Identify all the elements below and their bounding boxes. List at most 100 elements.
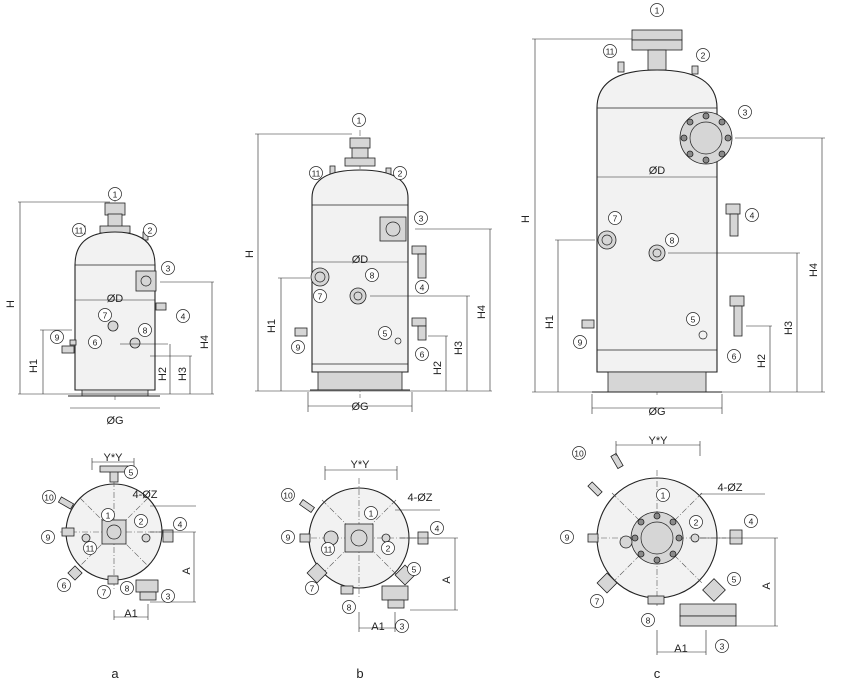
callout-top-b-9: 9 xyxy=(281,530,295,544)
callout-top-a-3-circle xyxy=(161,589,175,603)
callout-top-c-7: 7 xyxy=(590,594,604,608)
callout-side-c-6-circle xyxy=(727,349,741,363)
callout-side-b-1-number: 1 xyxy=(357,116,362,126)
view-c-side xyxy=(532,29,825,414)
callout-top-c-5: 5 xyxy=(727,572,741,586)
callout-top-c-7-number: 7 xyxy=(595,597,600,607)
callout-side-a-2-circle xyxy=(143,223,157,237)
callout-top-a-5-number: 5 xyxy=(129,468,134,478)
callout-side-b-11-number: 11 xyxy=(312,169,321,179)
view-b-side xyxy=(255,130,492,412)
sight-glass-7-b xyxy=(310,267,330,287)
callout-top-a-2: 2 xyxy=(134,514,148,528)
callout-side-c-5: 5 xyxy=(686,312,700,326)
callout-side-b-9-circle xyxy=(291,340,305,354)
top-dim-pitch-b: Y*Y xyxy=(351,459,371,471)
callout-top-c-5-circle xyxy=(727,572,741,586)
callout-side-b-6: 6 xyxy=(415,347,429,361)
callout-side-b-4-number: 4 xyxy=(420,283,425,293)
callout-top-b-1-circle xyxy=(364,506,378,520)
callout-top-a-6: 6 xyxy=(57,578,71,592)
callout-side-c-3-circle xyxy=(738,105,752,119)
callout-side-a-8-circle xyxy=(138,323,152,337)
callout-top-a-10-number: 10 xyxy=(44,493,54,503)
callout-side-c-6: 6 xyxy=(727,349,741,363)
callout-side-b-4: 4 xyxy=(415,280,429,294)
manhole-3-c xyxy=(679,111,733,165)
callout-top-b-2-number: 2 xyxy=(386,544,391,554)
callout-side-b-9-number: 9 xyxy=(296,343,301,353)
callout-side-c-4: 4 xyxy=(745,208,759,222)
callout-top-b-11: 11 xyxy=(321,542,335,556)
dim-h1-c: H1 xyxy=(544,315,556,329)
top-dim-offset_a1-b: A1 xyxy=(371,621,384,633)
callout-top-a-11-number: 11 xyxy=(86,544,95,554)
callout-side-c-11: 11 xyxy=(603,44,617,58)
callout-side-c-9-circle xyxy=(573,335,587,349)
callout-side-b-9: 9 xyxy=(291,340,305,354)
top-dim-offset_a-a: A xyxy=(181,567,193,575)
port-6-a xyxy=(61,345,75,354)
callout-top-a-1-circle xyxy=(101,508,115,522)
callout-side-a-6-number: 6 xyxy=(93,338,98,348)
callout-top-a-2-circle xyxy=(134,514,148,528)
callout-side-a-11-number: 11 xyxy=(75,226,84,236)
callout-side-b-2-circle xyxy=(393,166,407,180)
callout-side-b-3: 3 xyxy=(414,211,428,225)
callout-side-b-1: 1 xyxy=(352,113,366,127)
callout-side-c-1-number: 1 xyxy=(655,6,660,16)
dim-h4-a: H4 xyxy=(199,335,211,349)
callout-side-a-9-circle xyxy=(50,330,64,344)
callout-top-a-10-circle xyxy=(42,490,56,504)
callout-top-b-10: 10 xyxy=(281,488,295,502)
callout-top-c-8-number: 8 xyxy=(646,616,651,626)
top-dim-offset_a-c: A xyxy=(761,582,773,590)
callout-top-a-9-number: 9 xyxy=(46,533,51,543)
callout-side-a-6-circle xyxy=(88,335,102,349)
caption-a: a xyxy=(111,666,119,681)
callout-side-a-3-number: 3 xyxy=(166,264,171,274)
callout-side-a-7: 7 xyxy=(98,308,112,322)
dim-base_diameter-b: ØG xyxy=(351,401,368,413)
callout-top-a-4-circle xyxy=(173,517,187,531)
callout-side-c-7-circle xyxy=(608,211,622,225)
top-dim-offset_a1-c: A1 xyxy=(674,643,687,655)
callout-top-a-7-circle xyxy=(97,585,111,599)
shell-a xyxy=(74,231,156,391)
callout-side-c-2-number: 2 xyxy=(701,51,706,61)
callout-side-c-2: 2 xyxy=(696,48,710,62)
callout-top-b-10-circle xyxy=(281,488,295,502)
callout-top-c-7-circle xyxy=(590,594,604,608)
callout-top-a-5-circle xyxy=(124,465,138,479)
flange-3-top-a xyxy=(135,579,159,593)
callout-top-b-3: 3 xyxy=(395,619,409,633)
callout-top-c-1-circle xyxy=(656,488,670,502)
dim-shell_diameter-c: ØD xyxy=(649,165,666,177)
callout-side-a-11-circle xyxy=(72,223,86,237)
callout-side-c-4-circle xyxy=(745,208,759,222)
callout-top-a-6-number: 6 xyxy=(62,581,67,591)
callout-side-b-4-circle xyxy=(415,280,429,294)
callout-top-c-5-number: 5 xyxy=(732,575,737,585)
callout-top-b-1-number: 1 xyxy=(369,509,374,519)
callout-top-c-4-number: 4 xyxy=(749,517,754,527)
inlet-flange-c xyxy=(631,29,683,41)
top-dim-pitch-c: Y*Y xyxy=(649,435,669,447)
callout-side-c-9-number: 9 xyxy=(578,338,583,348)
dim-base_diameter-a: ØG xyxy=(106,415,123,427)
callout-top-c-2: 2 xyxy=(689,515,703,529)
sight-glass-7-c xyxy=(597,230,617,250)
manhole-3-top-c xyxy=(679,603,737,617)
dim-h1-a: H1 xyxy=(28,359,40,373)
callout-side-c-11-circle xyxy=(603,44,617,58)
caption-b: b xyxy=(356,666,363,681)
port-8-b xyxy=(349,287,367,305)
callout-top-b-4: 4 xyxy=(430,521,444,535)
flange-3-top-b xyxy=(381,585,409,601)
callout-top-b-3-circle xyxy=(395,619,409,633)
callout-top-c-9-number: 9 xyxy=(565,533,570,543)
top-dim-pitch-a: Y*Y xyxy=(104,452,124,464)
